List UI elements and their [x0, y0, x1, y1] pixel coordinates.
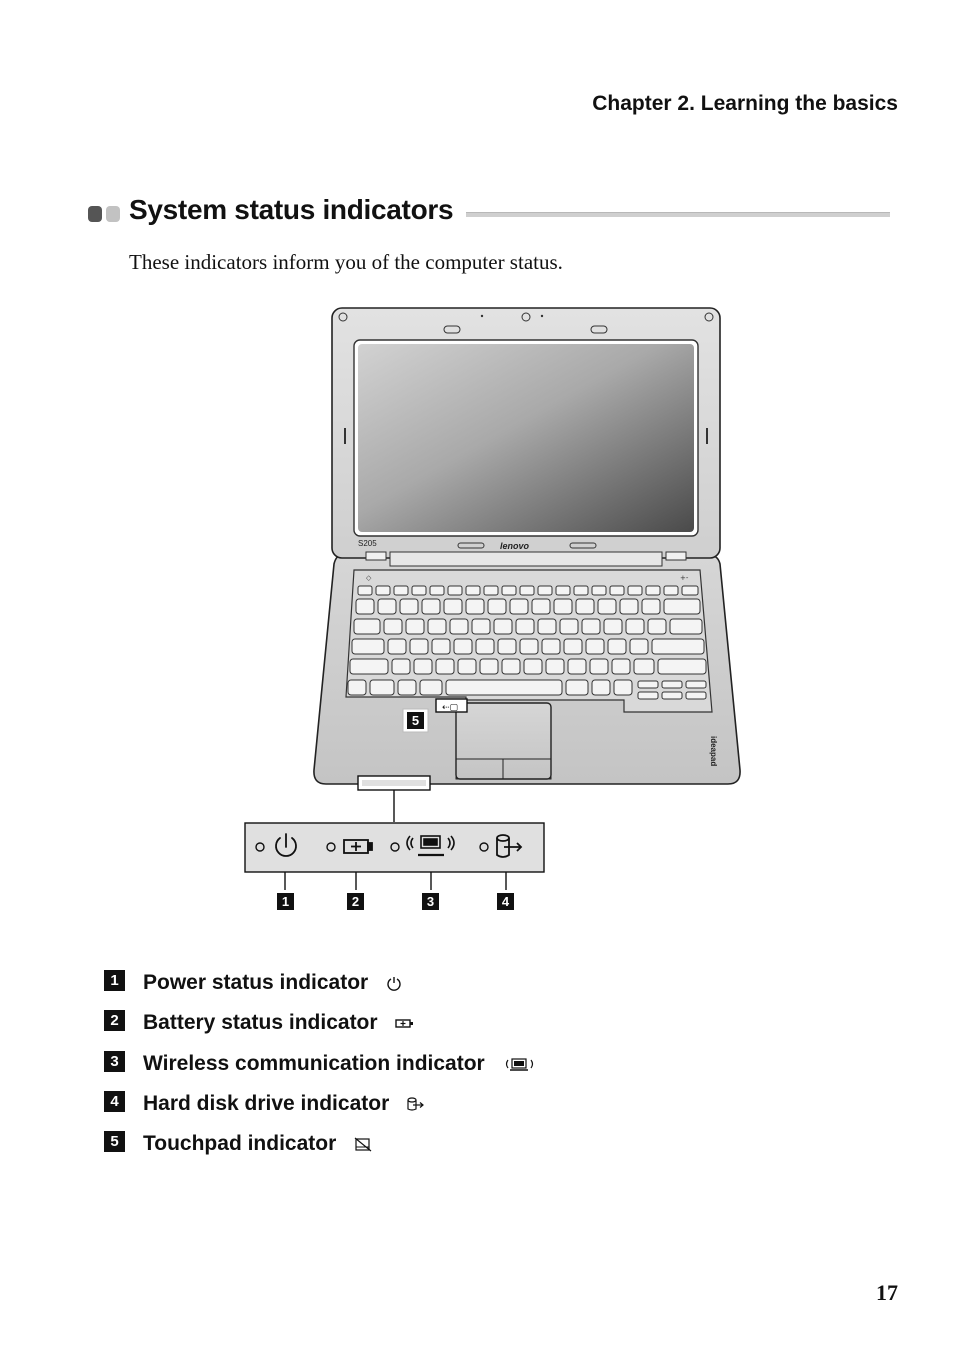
svg-text:◇: ◇	[366, 574, 372, 582]
brand-label: lenovo	[500, 541, 530, 551]
battery-icon	[343, 839, 373, 854]
item-number: 4	[104, 1091, 125, 1112]
svg-text:+-: +-	[680, 574, 689, 582]
item-number: 1	[104, 970, 125, 991]
callout-1: 1	[277, 893, 294, 910]
webcam-icon	[521, 312, 531, 322]
item-label: Battery status indicator	[143, 1011, 378, 1034]
svg-text:3: 3	[427, 894, 434, 909]
power-icon	[275, 833, 297, 857]
callout-5-label: 5	[412, 713, 419, 728]
item-label: Wireless communication indicator	[143, 1052, 485, 1075]
running-header: Chapter 2. Learning the basics	[592, 92, 898, 115]
hard-disk-icon	[407, 1097, 425, 1112]
item-label: Hard disk drive indicator	[143, 1092, 390, 1115]
model-label: S205	[358, 539, 377, 548]
section-title: System status indicators	[129, 194, 454, 225]
callout-3: 3	[422, 893, 439, 910]
svg-text:4: 4	[502, 894, 510, 909]
touchpad-icon	[354, 1137, 372, 1152]
item-number: 3	[104, 1051, 125, 1072]
display-screen	[358, 344, 694, 532]
callout-4: 4	[497, 893, 514, 910]
intro-text: These indicators inform you of the compu…	[129, 250, 563, 274]
svg-text:1: 1	[282, 894, 289, 909]
page-number: 17	[876, 1280, 898, 1305]
laptop-illustration: S205 lenovo ◇ +- ideapad ⇠	[244, 307, 741, 910]
keyboard	[347, 585, 707, 700]
item-number: 2	[104, 1010, 125, 1031]
wireless-icon	[505, 1058, 533, 1072]
power-icon	[387, 977, 401, 992]
item-number: 5	[104, 1131, 125, 1152]
svg-text:2: 2	[352, 894, 359, 909]
indicator-panel	[244, 822, 545, 873]
section-bullets	[88, 206, 124, 224]
svg-text:⇠▢: ⇠▢	[442, 703, 458, 713]
touchpad-indicator-highlight	[435, 698, 468, 713]
item-label: Touchpad indicator	[143, 1132, 337, 1155]
callout-2: 2	[347, 893, 364, 910]
title-rule	[466, 212, 890, 217]
item-label: Power status indicator	[143, 971, 369, 994]
hard-disk-icon	[496, 834, 523, 858]
battery-icon	[395, 1019, 414, 1029]
wireless-icon	[406, 835, 455, 857]
palmrest-label: ideapad	[709, 736, 718, 766]
